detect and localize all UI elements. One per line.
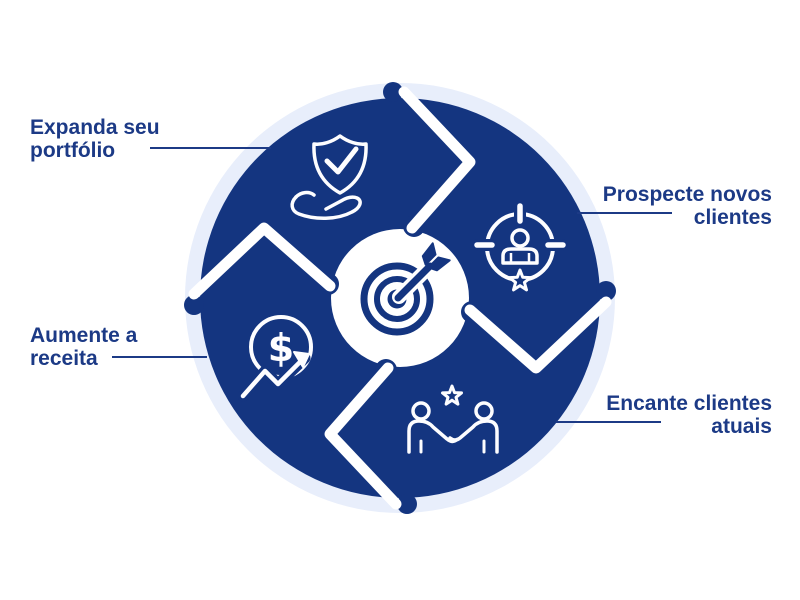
person-target-star-icon <box>472 201 568 292</box>
label-delight-current-clients: Encante clientes atuais <box>560 392 772 438</box>
label-line: portfólio <box>30 139 116 162</box>
target-dart-icon <box>360 242 451 336</box>
shield-check-hand-icon <box>290 134 368 220</box>
divider-northeast <box>398 86 476 234</box>
label-line: Encante clientes <box>606 392 772 415</box>
divider-southeast <box>464 296 612 374</box>
divider-northwest <box>188 222 336 300</box>
label-line: Aumente a <box>30 324 138 347</box>
segment-divider-channels <box>188 86 612 510</box>
label-line: clientes <box>693 206 772 229</box>
divider-southwest <box>324 362 402 510</box>
dollar-growth-icon: $ <box>237 315 313 402</box>
label-line: Prospecte novos <box>602 183 772 206</box>
handshake-star-icon <box>407 384 499 454</box>
segment-corner-bumps <box>184 82 616 514</box>
label-increase-revenue: Aumente a receita <box>30 324 137 370</box>
label-line: receita <box>30 347 98 370</box>
svg-text:$: $ <box>268 326 294 370</box>
label-line: atuais <box>711 415 772 438</box>
label-expand-portfolio: Expanda seu portfólio <box>30 116 160 162</box>
label-prospect-new-clients: Prospecte novos clientes <box>560 183 772 229</box>
label-line: Expanda seu <box>30 116 160 139</box>
connector-lines <box>112 147 672 423</box>
